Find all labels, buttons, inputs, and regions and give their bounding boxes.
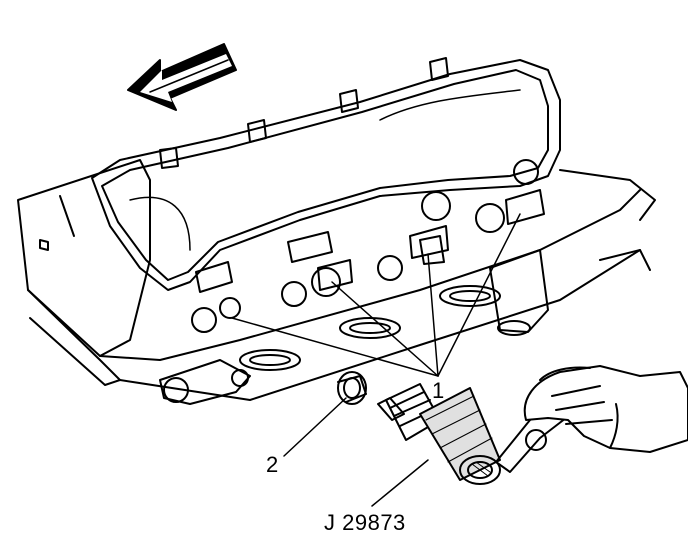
exhaust-ports xyxy=(240,250,548,370)
tool-callout-leader xyxy=(372,460,428,506)
callout-part-1: 1 xyxy=(432,378,445,403)
seal-washer xyxy=(338,372,366,404)
cylinder-head xyxy=(18,160,655,400)
lower-bracket xyxy=(160,360,250,404)
callout-tool-number: J 29873 xyxy=(324,510,406,535)
callout-1-leaders xyxy=(232,214,520,376)
arrow-left-icon xyxy=(128,44,236,110)
hand-icon xyxy=(525,366,688,452)
seal-installer-tool xyxy=(378,384,500,484)
callout-2-leader xyxy=(284,398,346,456)
callout-part-2: 2 xyxy=(266,452,279,477)
rocker-studs xyxy=(192,160,544,332)
